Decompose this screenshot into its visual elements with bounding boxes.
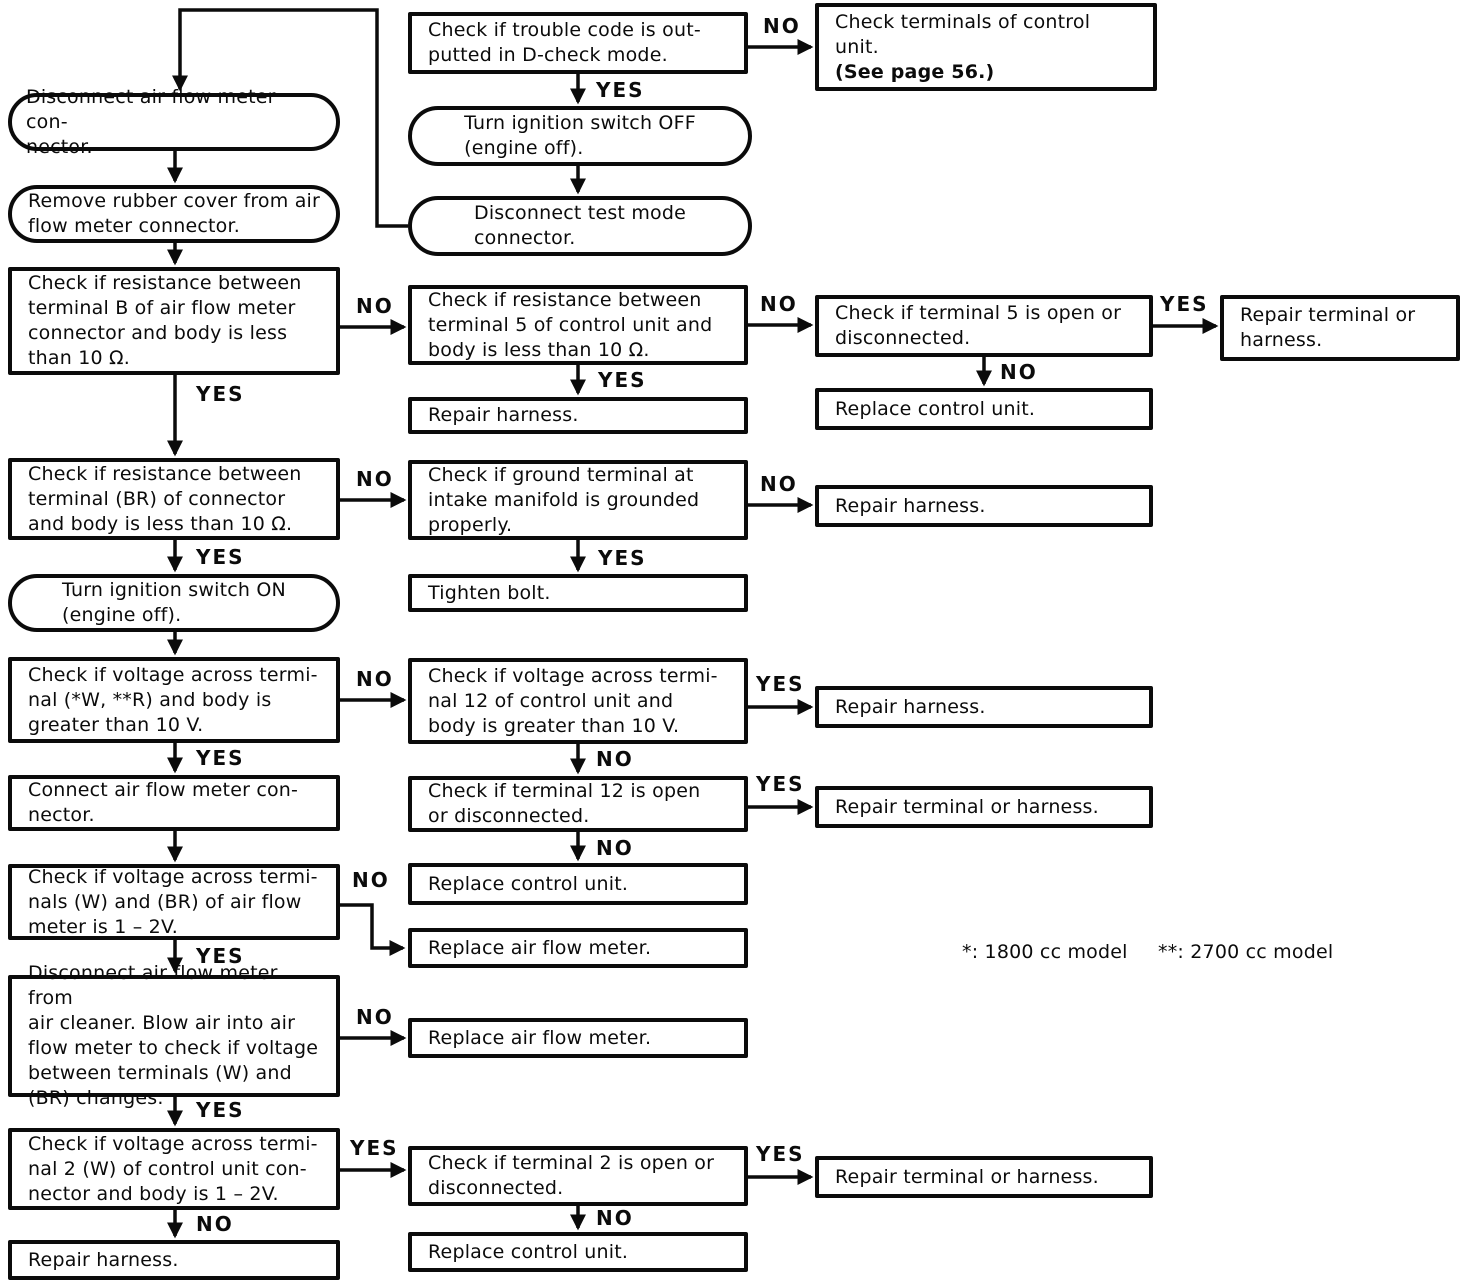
footnote-2700cc: **: 2700 cc model <box>1158 941 1334 963</box>
edge-label-no-voltage-w-r: NO <box>356 667 394 691</box>
footnote-1800cc: *: 1800 cc model <box>962 941 1128 963</box>
node-text: Repair terminal or harness. <box>835 1165 1099 1188</box>
node-text: Replace air flow meter. <box>428 1026 652 1049</box>
node-text: Check if voltage across termi- nals (W) … <box>28 865 318 938</box>
node-text: Repair terminal or harness. <box>1240 304 1416 351</box>
node-text: Repair terminal or harness. <box>835 795 1099 818</box>
node-text: Check if trouble code is out- putted in … <box>428 19 701 66</box>
node-text: Check if terminal 12 is open or disconne… <box>428 780 701 827</box>
edge-label-no-blow-air: NO <box>356 1005 394 1029</box>
edge-label-no-voltage-12: NO <box>596 747 634 771</box>
edge-label-no-terminal-2: NO <box>596 1206 634 1230</box>
node-replace-air-flow-meter-2: Replace air flow meter. <box>408 1018 748 1058</box>
edge-label-yes-voltage-12: YES <box>756 672 805 696</box>
node-text: Disconnect air flow meter con- nector. <box>26 85 276 158</box>
node-text: Replace control unit. <box>835 397 1036 420</box>
node-text: Check if terminal 5 is open or disconnec… <box>835 302 1122 349</box>
node-text: Repair harness. <box>28 1248 179 1271</box>
edge-label-no-ground-terminal: NO <box>760 472 798 496</box>
edge-label-no-terminal-12: NO <box>596 836 634 860</box>
node-replace-control-unit-mid-1: Replace control unit. <box>408 863 748 905</box>
node-text: Check if resistance between terminal 5 o… <box>428 288 713 361</box>
node-repair-harness-bottom-left: Repair harness. <box>8 1240 340 1280</box>
edge-label-no-resistance-b: NO <box>356 294 394 318</box>
node-text: Check if voltage across termi- nal 2 (W)… <box>28 1132 318 1205</box>
edge-label-yes-trouble-code: YES <box>596 78 645 102</box>
node-remove-rubber-cover: Remove rubber cover from air flow meter … <box>8 185 340 243</box>
edge-label-no-voltage-2w: NO <box>196 1212 234 1236</box>
node-repair-harness-mid-1: Repair harness. <box>408 397 748 434</box>
node-text: Check if ground terminal at intake manif… <box>428 463 700 536</box>
node-text: Connect air flow meter con- nector. <box>28 779 299 826</box>
node-text: Disconnect air flow meter from air clean… <box>28 962 319 1109</box>
node-check-resistance-terminal-b: Check if resistance between terminal B o… <box>8 267 340 375</box>
node-text: Check if voltage across termi- nal 12 of… <box>428 664 718 737</box>
node-text: Replace air flow meter. <box>428 936 652 959</box>
node-check-terminal-5-open: Check if terminal 5 is open or disconnec… <box>815 295 1153 357</box>
node-check-terminals-control-unit: Check terminals of control unit. (See pa… <box>815 3 1157 91</box>
node-text: Disconnect test mode connector. <box>474 202 686 249</box>
node-text: Replace control unit. <box>428 1240 629 1263</box>
edge-label-yes-resistance-b: YES <box>196 382 245 406</box>
edge-label-yes-voltage-2w: YES <box>350 1136 399 1160</box>
edge-label-no-voltage-w-br: NO <box>352 868 390 892</box>
node-text: Repair harness. <box>428 404 579 426</box>
edge-label-yes-voltage-w-br: YES <box>196 944 245 968</box>
node-check-resistance-terminal-5: Check if resistance between terminal 5 o… <box>408 285 748 365</box>
node-replace-control-unit-right: Replace control unit. <box>815 388 1153 430</box>
node-text: Repair harness. <box>835 695 986 718</box>
node-disconnect-test-mode-connector: Disconnect test mode connector. <box>408 196 752 256</box>
edge-label-yes-terminal-2: YES <box>756 1142 805 1166</box>
edge-label-yes-voltage-w-r: YES <box>196 746 245 770</box>
node-repair-terminal-or-harness-top: Repair terminal or harness. <box>1220 295 1460 361</box>
node-text: Check if voltage across termi- nal (*W, … <box>28 663 318 736</box>
node-repair-terminal-or-harness-1: Repair terminal or harness. <box>815 786 1153 828</box>
node-text: Check if resistance between terminal B o… <box>28 272 302 369</box>
node-tighten-bolt: Tighten bolt. <box>408 574 748 612</box>
node-see-page-note: (See page 56.) <box>835 60 995 83</box>
node-replace-control-unit-bottom: Replace control unit. <box>408 1232 748 1272</box>
node-check-terminal-2-open: Check if terminal 2 is open or disconnec… <box>408 1146 748 1206</box>
node-check-terminal-12-open: Check if terminal 12 is open or disconne… <box>408 776 748 832</box>
edge-label-no-resistance-5: NO <box>760 292 798 316</box>
node-check-voltage-terminal-12: Check if voltage across termi- nal 12 of… <box>408 658 748 744</box>
edge-label-yes-terminal-12: YES <box>756 772 805 796</box>
edge-label-yes-ground-terminal: YES <box>598 546 647 570</box>
node-text: Replace control unit. <box>428 872 629 895</box>
node-text: Turn ignition switch ON (engine off). <box>62 579 286 626</box>
node-text: Check if terminal 2 is open or disconnec… <box>428 1152 715 1199</box>
node-disconnect-afm-connector: Disconnect air flow meter con- nector. <box>8 86 340 158</box>
node-connect-afm-connector: Connect air flow meter con- nector. <box>8 775 340 831</box>
node-text: Remove rubber cover from air flow meter … <box>27 190 321 237</box>
node-repair-harness-right-2: Repair harness. <box>815 686 1153 728</box>
node-check-trouble-code: Check if trouble code is out- putted in … <box>408 12 748 74</box>
node-check-voltage-w-br: Check if voltage across termi- nals (W) … <box>8 864 340 940</box>
node-replace-air-flow-meter-1: Replace air flow meter. <box>408 928 748 968</box>
edge-label-no-resistance-br: NO <box>356 467 394 491</box>
node-text: Turn ignition switch OFF (engine off). <box>464 112 696 159</box>
node-check-ground-terminal: Check if ground terminal at intake manif… <box>408 460 748 540</box>
node-blow-air-check: Disconnect air flow meter from air clean… <box>8 962 340 1109</box>
node-ignition-switch-off: Turn ignition switch OFF (engine off). <box>408 106 752 166</box>
node-repair-harness-right-1: Repair harness. <box>815 485 1153 527</box>
edge-label-no-terminal-5: NO <box>1000 360 1038 384</box>
node-text: Tighten bolt. <box>428 581 551 604</box>
node-check-resistance-terminal-br: Check if resistance between terminal (BR… <box>8 458 340 540</box>
node-text: Repair harness. <box>835 494 986 517</box>
edge-label-yes-terminal-5: YES <box>1160 292 1209 316</box>
edge-label-yes-resistance-5: YES <box>598 368 647 392</box>
node-check-voltage-w-r: Check if voltage across termi- nal (*W, … <box>8 657 340 743</box>
node-text: Check if resistance between terminal (BR… <box>28 462 302 535</box>
edge-label-yes-resistance-br: YES <box>196 545 245 569</box>
node-text: Check terminals of control unit. <box>835 10 1091 58</box>
node-repair-terminal-or-harness-2: Repair terminal or harness. <box>815 1156 1153 1198</box>
edge-label-yes-blow-air: YES <box>196 1098 245 1122</box>
edge-label-no-trouble-code: NO <box>763 14 801 38</box>
node-check-voltage-terminal-2w: Check if voltage across termi- nal 2 (W)… <box>8 1128 340 1210</box>
node-ignition-switch-on: Turn ignition switch ON (engine off). <box>8 574 340 632</box>
